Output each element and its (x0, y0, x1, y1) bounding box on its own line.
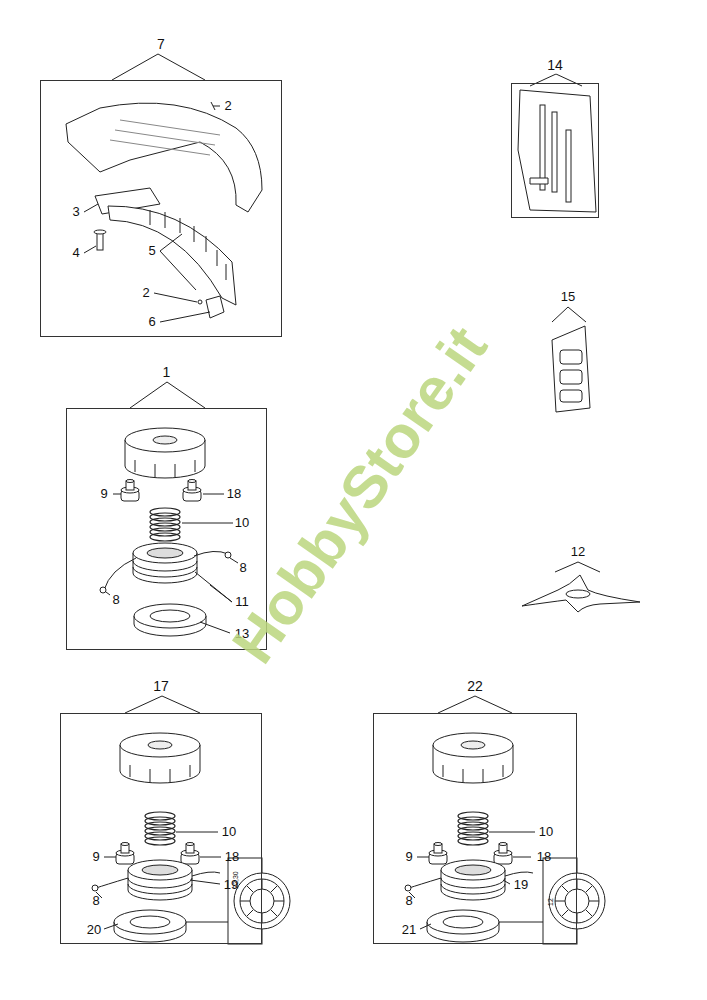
callout-number: 4 (72, 246, 79, 260)
callout-number: 18 (225, 850, 239, 864)
watermark: HobbyStore.it (220, 315, 500, 675)
callout-number: 19 (514, 878, 528, 892)
callout-number: 9 (92, 850, 99, 864)
callout-number: 17 (151, 679, 171, 694)
callout-number: 2 (142, 286, 149, 300)
callout-number: 8 (92, 894, 99, 908)
callout-number: 1 (161, 365, 173, 380)
dimension: 22,30 (232, 871, 240, 889)
callout-number: 9 (405, 850, 412, 864)
callout-number: 8 (405, 894, 412, 908)
callout-number: 22 (465, 679, 485, 694)
callout-number: 8 (112, 593, 119, 607)
callout-number: 12 (571, 545, 585, 559)
callout-number: 7 (155, 37, 167, 52)
callout-number: 20 (87, 923, 101, 937)
callout-number: 10 (222, 825, 236, 839)
dimension: 12 (547, 898, 555, 906)
callout-number: 18 (227, 487, 241, 501)
callout-number: 18 (537, 850, 551, 864)
callout-number: 15 (561, 290, 575, 304)
callout-number: 8 (239, 561, 246, 575)
callout-number: 14 (545, 58, 565, 73)
part-group-frame: 14 (511, 83, 599, 218)
callout-number: 3 (72, 205, 79, 219)
callout-number: 9 (100, 487, 107, 501)
callout-number: 10 (539, 825, 553, 839)
callout-number: 2 (224, 99, 231, 113)
callout-number: 10 (235, 516, 249, 530)
callout-number: 5 (148, 244, 155, 258)
callout-number: 21 (402, 923, 416, 937)
callout-number: 6 (148, 315, 155, 329)
